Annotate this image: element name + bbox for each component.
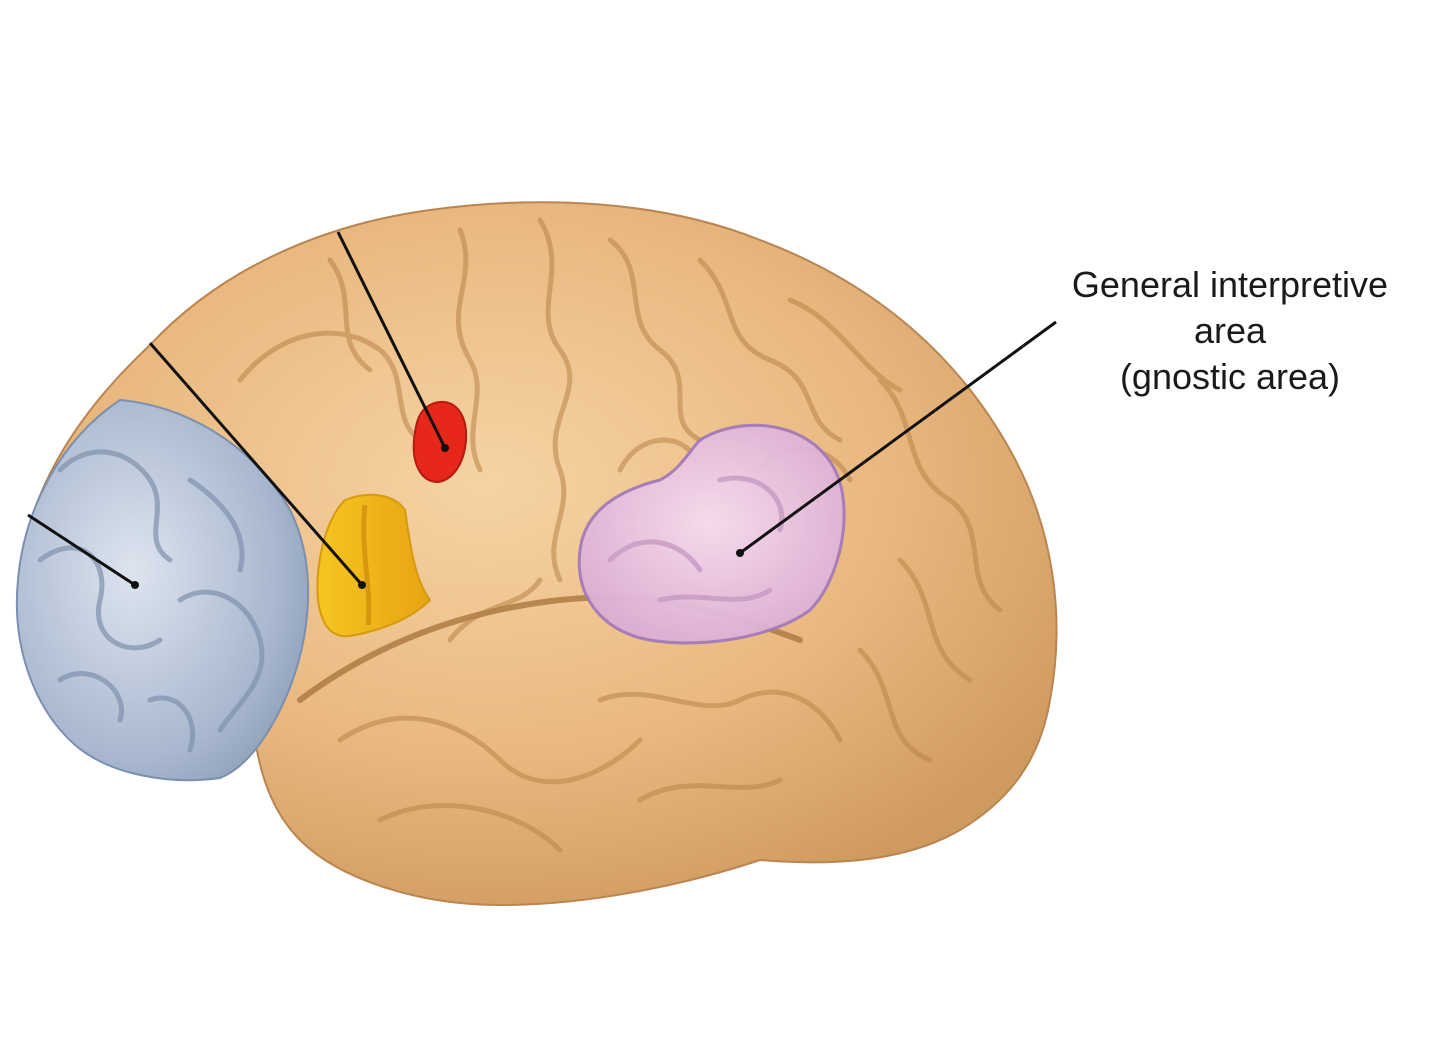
prefrontal-gyri bbox=[37, 449, 265, 753]
leader-lines bbox=[27, 231, 1057, 587]
prefrontal-region bbox=[15, 398, 310, 782]
premotor-fold bbox=[361, 504, 372, 626]
interpretive-gyri bbox=[607, 475, 785, 603]
leader-line-premotor bbox=[148, 342, 364, 586]
label-line-3: (gnostic area) bbox=[1119, 356, 1341, 397]
leader-dots bbox=[131, 444, 744, 589]
premotor-region bbox=[316, 493, 432, 638]
leader-line-interpretive bbox=[739, 320, 1057, 555]
leader-line-prefrontal bbox=[27, 513, 136, 587]
motor-speech-region bbox=[412, 400, 468, 484]
leader-line-motor-speech bbox=[336, 231, 447, 449]
general-interpretive-region bbox=[577, 423, 846, 645]
general-interpretive-label: General interpretive area (gnostic area) bbox=[1020, 262, 1440, 400]
label-line-1: General interpretive bbox=[1071, 264, 1389, 305]
label-line-2: area bbox=[1193, 310, 1267, 351]
gyri-texture bbox=[237, 217, 1003, 853]
